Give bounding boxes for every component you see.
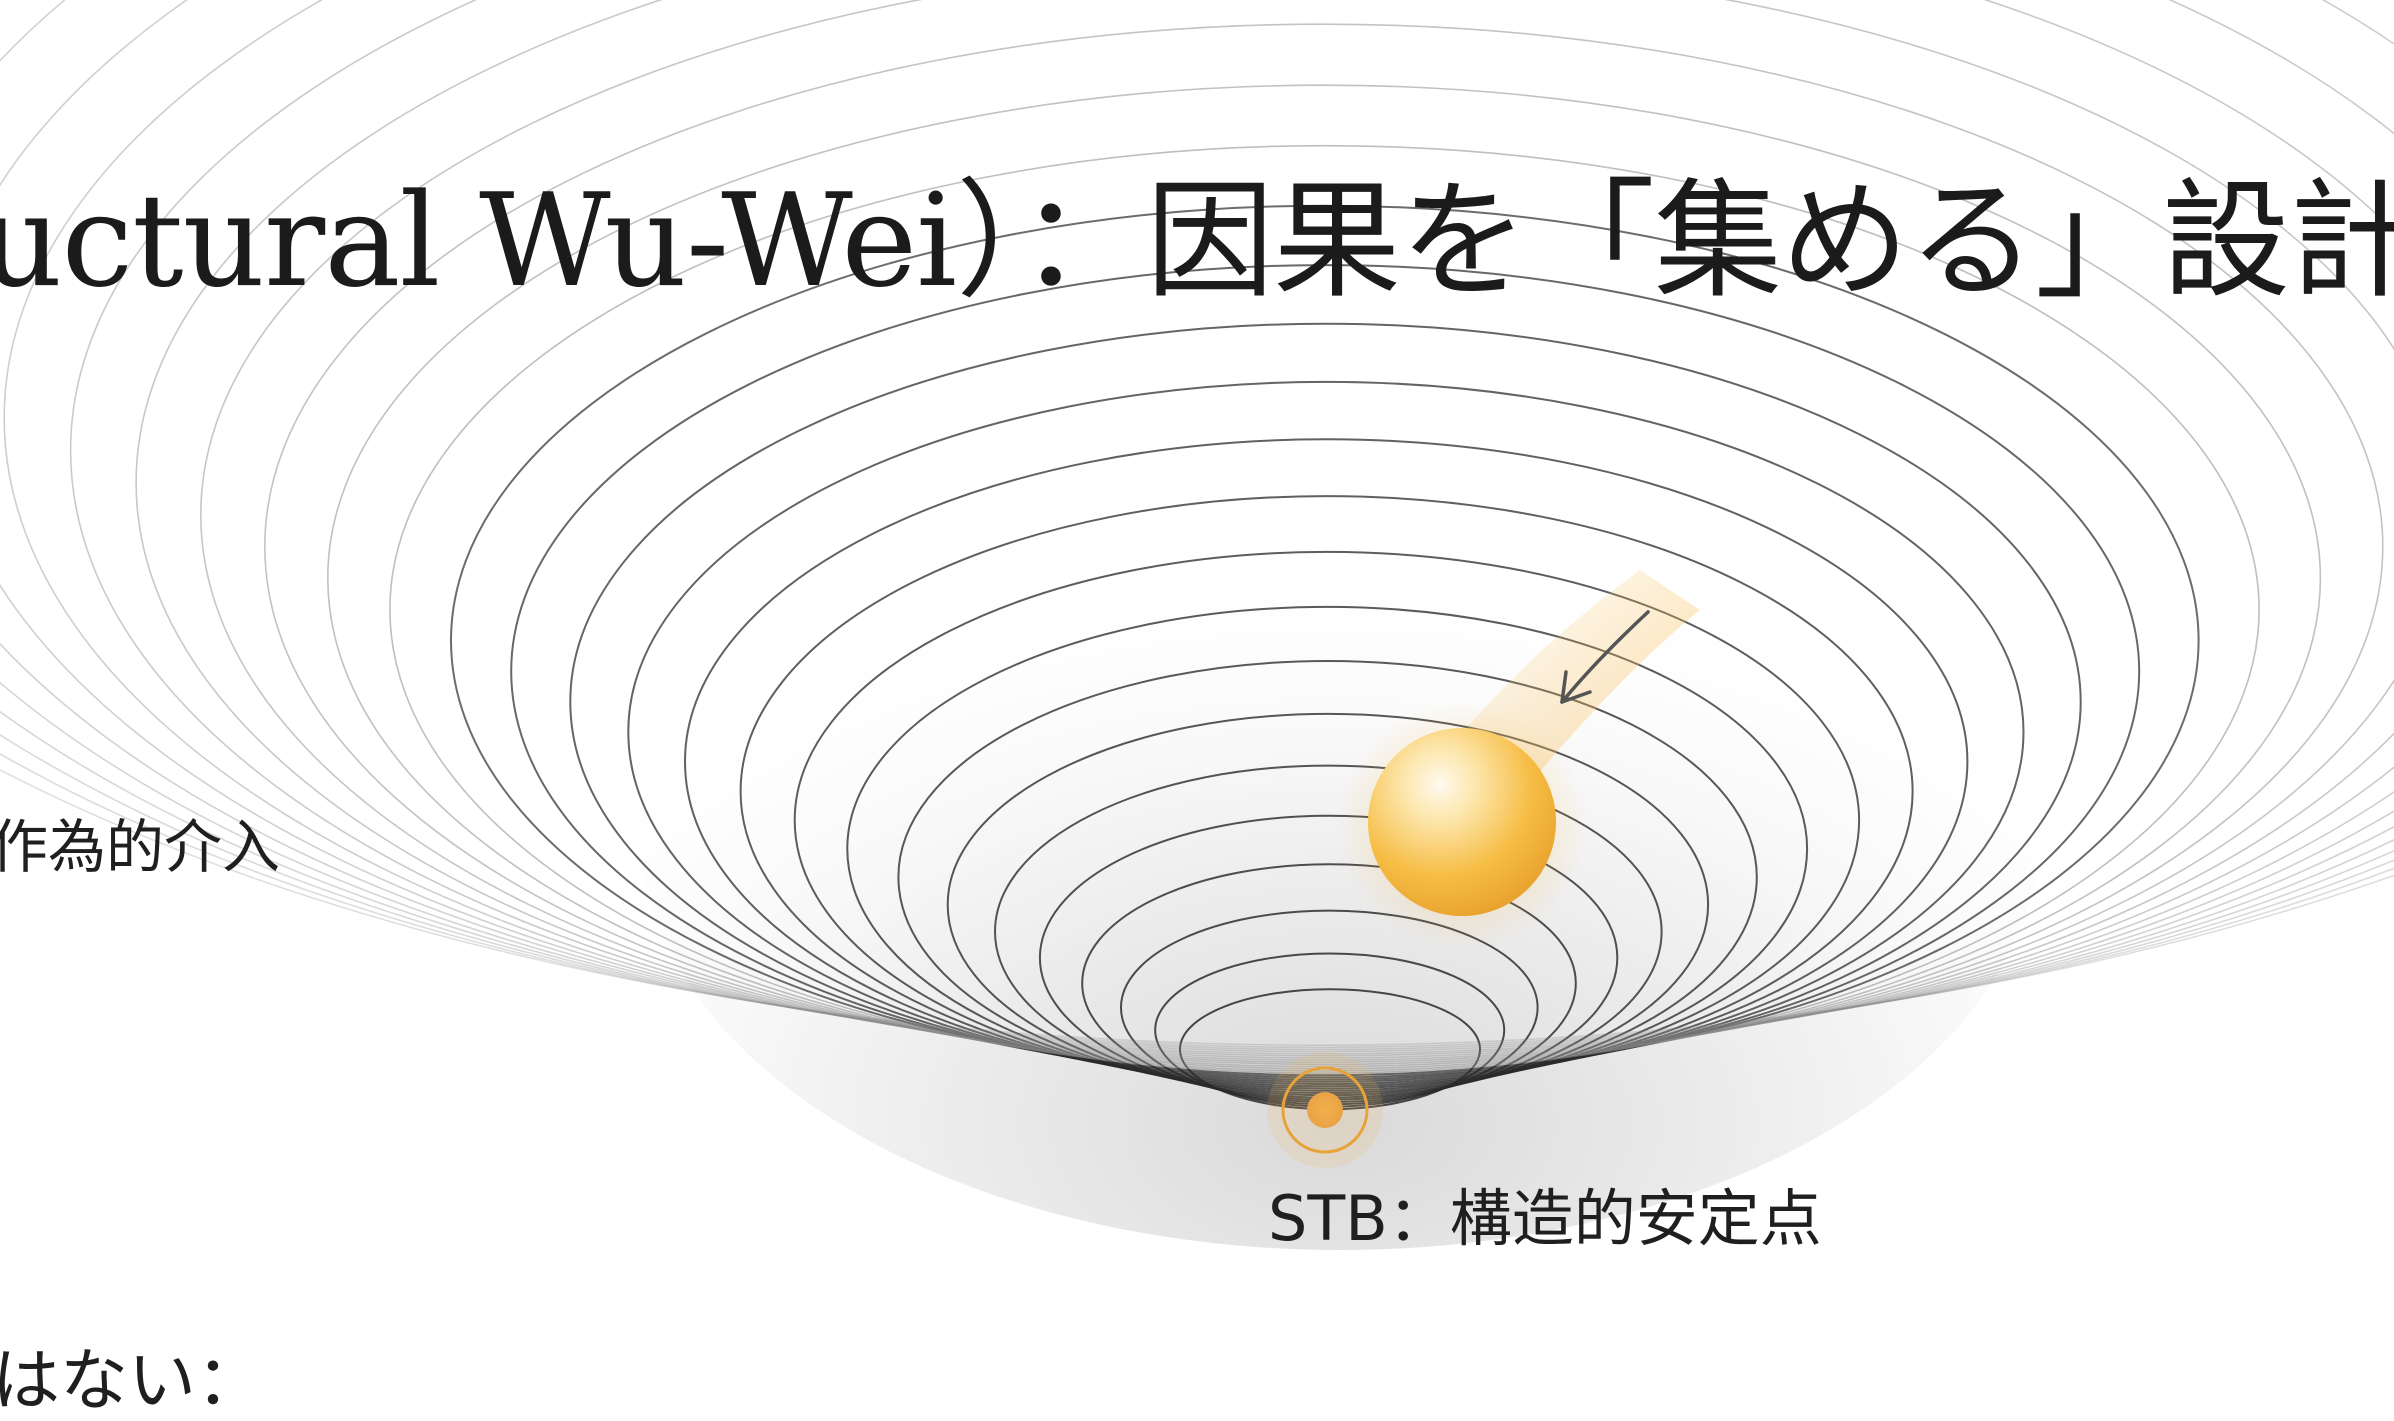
contour-line xyxy=(627,380,2025,1083)
stable-point-marker-icon xyxy=(1267,1052,1383,1168)
side-label: 作為的介入 xyxy=(0,813,281,881)
contour-line xyxy=(389,144,2260,1074)
contour-line xyxy=(0,752,2394,1048)
contour-line xyxy=(135,0,2394,1066)
contour-line xyxy=(3,0,2394,1061)
contour-line xyxy=(70,0,2394,1063)
contour-line xyxy=(0,768,2394,1046)
contour-line xyxy=(0,0,2394,1057)
contour-line xyxy=(0,733,2394,1051)
contour-line xyxy=(510,264,2141,1079)
contour-line xyxy=(846,605,1809,1092)
diagram-title: uctural Wu-Wei）：因果を「集める」設計 xyxy=(0,167,2394,316)
curved-arrow-icon xyxy=(1560,610,1650,704)
contour-line xyxy=(739,495,1914,1088)
contour-line xyxy=(683,438,1969,1086)
contour-line xyxy=(0,710,2394,1053)
contour-line xyxy=(450,204,2200,1077)
contour-line xyxy=(793,550,1861,1090)
stable-point-label: STB：構造的安定点 xyxy=(1268,1182,1822,1255)
contour-line xyxy=(0,0,2394,1059)
contour-line xyxy=(0,681,2394,1055)
rolling-ball-icon xyxy=(1368,728,1556,916)
contour-lines xyxy=(0,0,2394,1111)
footer-text: はない： xyxy=(0,1342,265,1421)
contour-line xyxy=(326,84,2322,1072)
contour-line xyxy=(569,322,2082,1081)
